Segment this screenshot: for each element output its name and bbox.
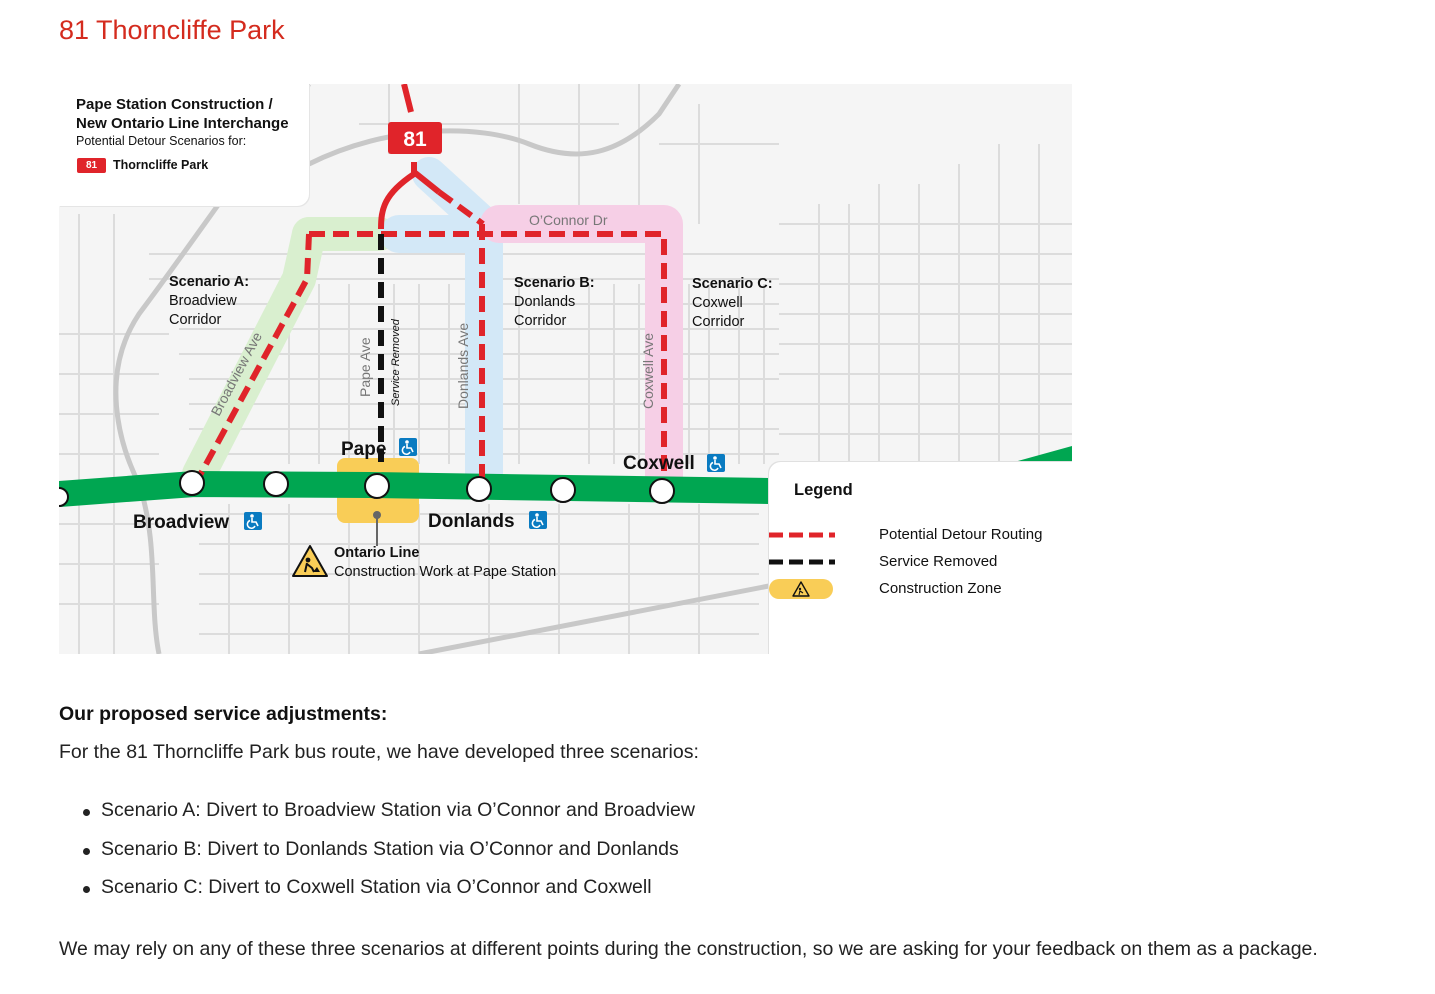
street-label-service-removed: Service Removed: [390, 318, 402, 406]
scenario-c-line2: Corridor: [692, 314, 745, 330]
route-81-badge-text: 81: [403, 128, 427, 151]
bullet-icon: [83, 847, 90, 855]
detour-map: 81 O’Connor Dr Broadview Ave Pape Ave Se…: [59, 84, 1072, 654]
station-label-donlands: Donlands: [428, 511, 515, 532]
street-grid: [59, 84, 1072, 654]
bullet-icon: [83, 809, 90, 816]
legend-label-removed: Service Removed: [879, 553, 998, 570]
scenario-text: Scenario A: Divert to Broadview Station …: [101, 799, 695, 821]
adjustments-outro: We may rely on any of these three scenar…: [59, 938, 1318, 960]
legend-swatch-detour: [769, 532, 835, 538]
street-label-coxwell: Coxwell Ave: [640, 333, 656, 409]
legend-title: Legend: [794, 481, 853, 499]
subway-line: [1014, 446, 1072, 462]
route-81-line: [401, 84, 414, 113]
station-marker-donlands: [466, 476, 492, 502]
map-title-line3: Potential Detour Scenarios for:: [76, 134, 247, 148]
scenario-a-line1: Broadview: [169, 293, 237, 309]
legend-swatch-removed: [769, 559, 835, 565]
scenario-text: Scenario C: Divert to Coxwell Station vi…: [101, 876, 652, 898]
station-marker-pape: [364, 473, 390, 499]
scenario-b-line1: Donlands: [514, 294, 575, 310]
station-markers: [179, 470, 675, 504]
scenario-c-title: Scenario C:: [692, 276, 773, 292]
construction-note-title: Ontario Line: [334, 545, 419, 561]
accessible-icon: [399, 438, 417, 456]
valley-road: [418, 581, 780, 654]
accessible-icon: [707, 454, 725, 472]
accessible-icon: [529, 511, 547, 529]
map-legend: Legend Potential Detour Routing Service …: [769, 462, 1072, 654]
list-item: Scenario B: Divert to Donlands Station v…: [59, 838, 695, 877]
route-chip: 81: [77, 158, 106, 173]
adjustments-heading: Our proposed service adjustments:: [59, 703, 388, 725]
accessible-icon: [244, 512, 262, 530]
station-label-pape: Pape: [341, 439, 386, 460]
legend-label-detour: Potential Detour Routing: [879, 526, 1043, 543]
list-item: Scenario C: Divert to Coxwell Station vi…: [59, 876, 695, 915]
list-item: Scenario A: Divert to Broadview Station …: [59, 799, 695, 838]
construction-pointer-dot: [373, 511, 381, 519]
map-title-box: Pape Station Construction / New Ontario …: [59, 84, 309, 206]
station-marker-chester: [263, 471, 289, 497]
scenario-a-title: Scenario A:: [169, 274, 249, 290]
valley-road: [307, 84, 682, 167]
scenario-text: Scenario B: Divert to Donlands Station v…: [101, 837, 679, 860]
station-marker-broadview: [179, 470, 205, 496]
station-marker-west: [59, 487, 69, 507]
map-canvas: 81 O’Connor Dr Broadview Ave Pape Ave Se…: [59, 84, 1072, 654]
route-81-badge: [388, 122, 442, 154]
map-title-line1: Pape Station Construction /: [76, 96, 273, 113]
legend-label-construction: Construction Zone: [879, 580, 1002, 597]
route-81-line: [412, 169, 441, 195]
station-marker-greenwood: [550, 477, 576, 503]
detour-routing: [196, 189, 667, 479]
station-label-broadview: Broadview: [133, 512, 229, 533]
street-label-pape: Pape Ave: [357, 337, 373, 397]
street-label-donlands: Donlands Ave: [455, 323, 471, 409]
station-marker-coxwell: [649, 478, 675, 504]
scenario-a-line2: Corridor: [169, 312, 222, 328]
street-label-oconnor: O’Connor Dr: [529, 212, 608, 228]
scenario-b-title: Scenario B:: [514, 275, 595, 291]
page-title: 81 Thorncliffe Park: [59, 15, 285, 45]
scenario-b-line2: Corridor: [514, 313, 567, 329]
map-title-line2: New Ontario Line Interchange: [76, 115, 289, 132]
bullet-icon: [83, 886, 90, 893]
construction-worker-icon: [292, 545, 328, 577]
route-chip-label: Thorncliffe Park: [113, 158, 209, 172]
station-label-coxwell: Coxwell: [623, 453, 695, 474]
adjustments-intro: For the 81 Thorncliffe Park bus route, w…: [59, 741, 699, 763]
scenario-list: Scenario A: Divert to Broadview Station …: [59, 799, 695, 915]
legend-swatch-construction: [769, 579, 833, 599]
construction-note-text: Construction Work at Pape Station: [334, 564, 556, 580]
scenario-b-corridor: [412, 157, 501, 241]
scenario-c-line1: Coxwell: [692, 295, 743, 311]
